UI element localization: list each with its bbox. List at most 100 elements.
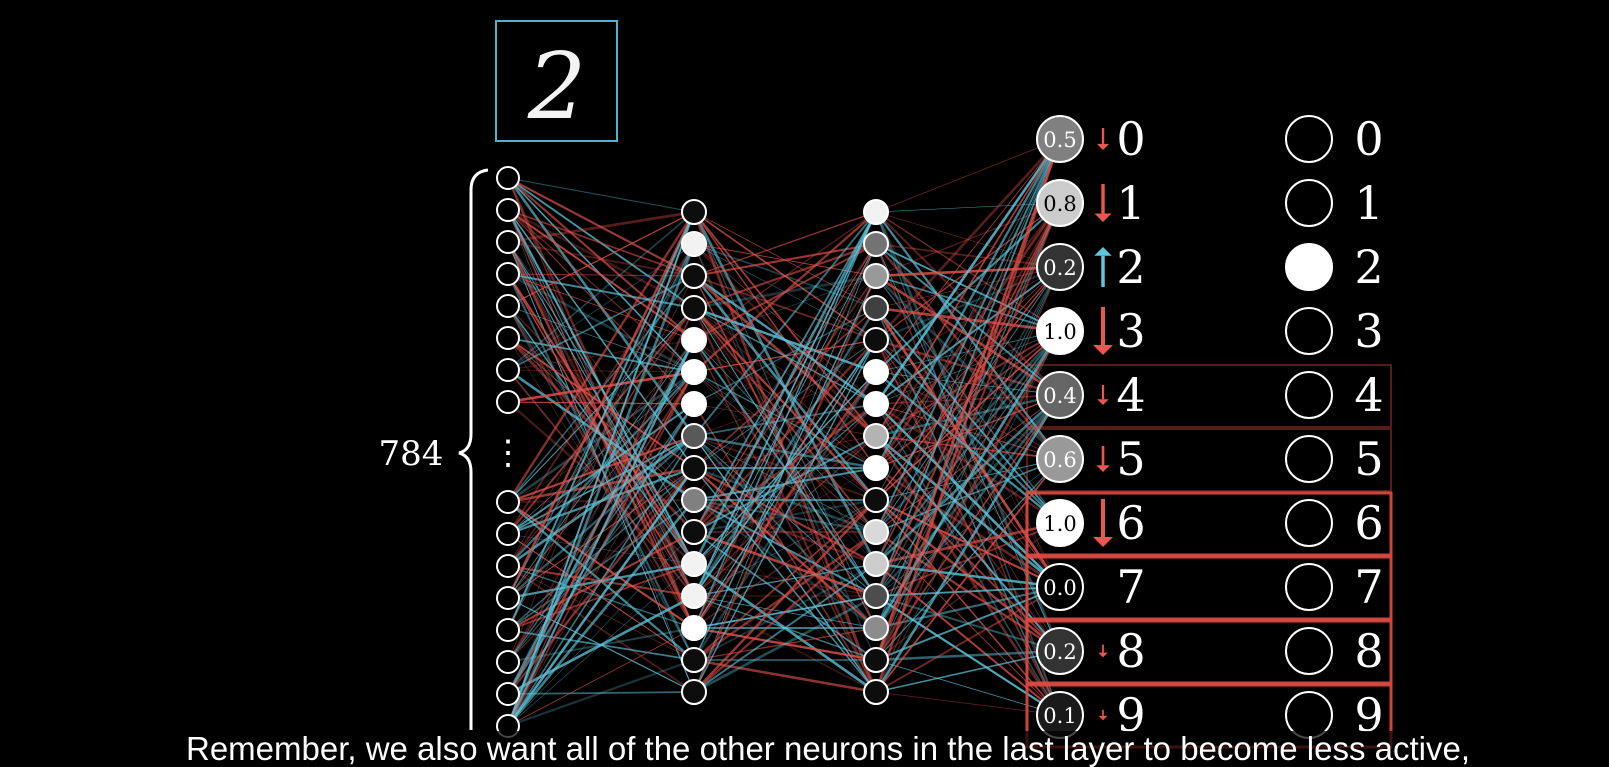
weight-line [875,138,1061,373]
input-neuron [496,358,520,382]
output-neuron [1036,563,1084,611]
weight-line [875,585,1061,630]
increase-arrow [1094,247,1112,287]
output-highlight-box [1025,619,1393,685]
hidden2-neuron [863,359,889,385]
decrease-arrow [1093,499,1113,547]
hidden1-neuron [681,263,707,289]
output-digit-label: 6 [1116,496,1145,550]
weight-line [693,211,877,533]
decrease-arrow [1094,184,1112,222]
output-neuron-value: 0.8 [1043,192,1076,216]
output-neuron-value: 0.1 [1043,704,1076,728]
input-neuron [496,262,520,286]
weight-line [693,306,877,374]
decrease-arrow [1098,709,1108,721]
weight-line [693,499,877,629]
weight-line [693,307,877,405]
target-digit-label: 7 [1354,560,1383,614]
weight-line [875,394,1061,661]
weight-line [693,531,877,693]
weight-line [693,563,877,693]
hidden2-neuron [863,423,889,449]
weight-line [507,563,695,727]
weight-line [875,266,1061,661]
output-digit-label: 3 [1116,304,1145,358]
output-neuron-value: 0.4 [1043,384,1076,408]
weight-line [875,202,1061,437]
weight-line [507,210,695,244]
hidden1-neuron [681,327,707,353]
weight-line [875,266,1061,629]
output-neuron [1036,307,1084,355]
weight-line [875,458,1061,693]
weight-line [507,658,695,728]
hidden1-neuron [681,679,707,705]
weight-line [507,243,695,371]
weight-line [507,273,695,341]
input-image-border [495,20,618,142]
input-neuron [496,198,520,222]
weight-line [874,330,1062,661]
target-digit-label: 5 [1354,432,1383,486]
weight-line [875,211,1061,268]
hidden2-neuron [863,391,889,417]
weight-line [506,211,696,599]
weight-line [693,211,877,629]
weight-line [874,138,1062,661]
weight-line [506,499,696,727]
weight-line [874,138,1062,693]
weight-line [875,330,1061,693]
output-highlight-box [1026,364,1392,428]
weight-line [874,394,1062,693]
output-neuron [1036,499,1084,547]
weight-line [693,211,877,597]
weight-line [693,243,877,629]
weight-line [874,138,1062,469]
hidden2-neuron [863,455,889,481]
weight-line [875,138,1061,533]
hidden1-neuron [681,295,707,321]
input-image-frame: 2 [495,20,618,142]
decrease-arrow [1093,307,1113,355]
output-digit-label: 7 [1116,560,1145,614]
weight-line [507,691,695,695]
output-digit-label: 0 [1116,112,1145,166]
weight-line [507,211,695,631]
weight-line [874,138,1062,405]
hidden1-neuron [681,455,707,481]
curly-brace [458,168,489,730]
weight-line [507,531,695,727]
target-neuron [1285,627,1333,675]
decrease-arrow [1096,446,1110,472]
neurons [496,166,889,738]
output-digit-label: 8 [1116,624,1145,678]
input-neuron [496,166,520,190]
hidden1-neuron [681,551,707,577]
subtitle-text: Remember, we also want all of the other … [186,730,1470,767]
target-digit-label: 3 [1354,304,1383,358]
weight-line [875,138,1061,597]
weight-line [507,403,695,727]
input-neuron [496,586,520,610]
target-digit-label: 0 [1354,112,1383,166]
weight-line [693,371,877,629]
input-neuron [496,326,520,350]
target-digit-label: 2 [1354,240,1383,294]
input-digit-image: 2 [527,33,587,140]
target-digit-label: 6 [1354,496,1383,550]
weight-line [875,266,1061,373]
target-neuron [1285,115,1333,163]
weight-line [507,275,695,503]
weight-line [507,272,695,310]
output-neuron-value: 0.2 [1043,640,1076,664]
hidden2-neuron [863,679,889,705]
weight-line [506,467,696,727]
weight-line [506,243,696,727]
hidden2-neuron [863,231,889,257]
hidden1-neuron [681,519,707,545]
ellipsis-dots: ⋮ [491,433,525,473]
output-digit-label: 5 [1116,432,1145,486]
weight-line [507,211,695,371]
